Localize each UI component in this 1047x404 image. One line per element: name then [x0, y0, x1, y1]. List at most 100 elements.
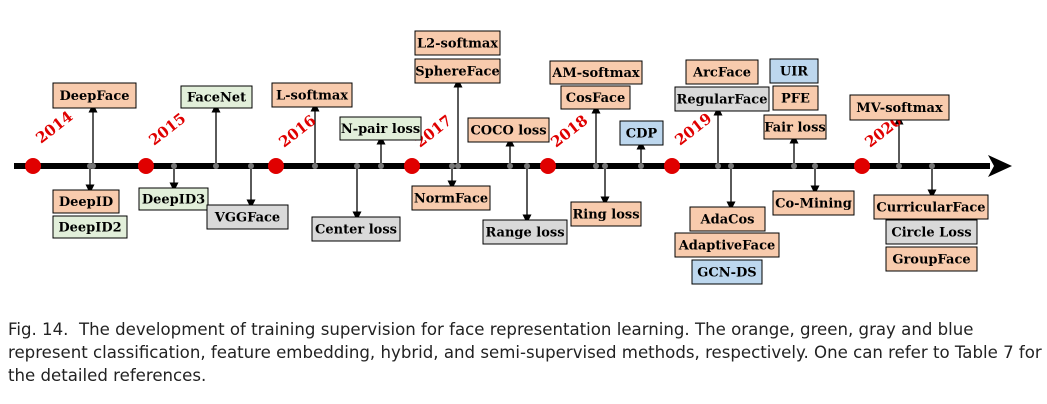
axis-tick [715, 163, 721, 169]
axis-tick [171, 163, 177, 169]
method-label: RegularFace [677, 93, 768, 108]
method-box-bg [52, 215, 128, 239]
method-box-bg [52, 189, 120, 214]
year-label: 2019 [671, 109, 715, 149]
method-box-adacos: AdaCos [689, 206, 766, 232]
method-box-bg [560, 85, 631, 110]
method-label: ArcFace [692, 66, 751, 81]
method-box-l2-softmax: L2-softmax [414, 30, 501, 56]
method-box-bg [271, 82, 353, 108]
year-label: 2016 [275, 111, 319, 151]
method-label: Center loss [315, 223, 397, 238]
method-box-bg [885, 246, 978, 272]
method-box-bg [339, 116, 422, 141]
year-label: 2015 [145, 109, 189, 149]
method-box-bg [138, 187, 209, 211]
axis-tick [602, 163, 608, 169]
method-box-arcface: ArcFace [685, 59, 759, 85]
axis-tick [378, 163, 384, 169]
connector-layer [85, 78, 937, 224]
method-box-bg [414, 58, 501, 84]
method-box-normface: NormFace [411, 185, 491, 211]
year-dot [540, 158, 556, 174]
method-label: CurricularFace [876, 201, 985, 216]
method-box-bg [763, 114, 827, 140]
method-box-bg [769, 58, 819, 84]
method-box-deepid3: DeepID3 [138, 187, 209, 211]
method-label: Range loss [485, 226, 564, 241]
method-box-regularface: RegularFace [674, 86, 770, 112]
method-label: AM-softmax [551, 66, 640, 81]
method-box-gcn-ds: GCN-DS [691, 259, 763, 285]
method-box-bg [772, 190, 855, 216]
method-box-bg [549, 60, 643, 85]
method-box-bg [674, 232, 780, 258]
tick-layer [87, 163, 935, 169]
year-label: 2018 [547, 111, 591, 151]
method-box-co-mining: Co-Mining [772, 190, 855, 216]
method-box-bg [885, 219, 978, 245]
axis-tick [507, 163, 513, 169]
method-label: VGGFace [214, 211, 280, 226]
axis-tick [213, 163, 219, 169]
axis-tick [87, 163, 93, 169]
method-label: Co-Mining [775, 197, 852, 212]
year-dot [664, 158, 680, 174]
method-box-mv-softmax: MV-softmax [849, 94, 950, 121]
method-box-curricularface: CurricularFace [873, 194, 989, 220]
method-label: AdaptiveFace [678, 239, 776, 254]
method-box-fair-loss: Fair loss [763, 114, 827, 140]
method-label: CosFace [566, 91, 625, 106]
method-box-deepid2: DeepID2 [52, 215, 128, 239]
method-box-sphereface: SphereFace [414, 58, 501, 84]
method-label: MV-softmax [856, 101, 943, 116]
axis-tick [638, 163, 644, 169]
method-box-l-softmax: L-softmax [271, 82, 353, 108]
method-box-bg [689, 206, 766, 232]
method-box-bg [180, 85, 253, 109]
caption-label: Fig. 14. [8, 320, 69, 339]
method-label: GCN-DS [697, 266, 756, 281]
axis-tick [248, 163, 254, 169]
method-box-range-loss: Range loss [482, 219, 568, 245]
method-box-center-loss: Center loss [311, 216, 401, 242]
method-box-bg [772, 85, 819, 111]
method-label: DeepID [59, 195, 113, 210]
method-label: N-pair loss [341, 122, 420, 137]
method-box-n-pair-loss: N-pair loss [339, 116, 422, 141]
method-box-bg [411, 185, 491, 211]
method-box-deepid: DeepID [52, 189, 120, 214]
method-box-uir: UIR [769, 58, 819, 84]
method-box-pfe: PFE [772, 85, 819, 111]
axis-tick [354, 163, 360, 169]
method-box-cosface: CosFace [560, 85, 631, 110]
method-box-vggface: VGGFace [206, 204, 289, 230]
method-label: FaceNet [187, 91, 246, 106]
method-box-adaptiveface: AdaptiveFace [674, 232, 780, 258]
method-label: GroupFace [892, 253, 970, 268]
year-dot [268, 158, 284, 174]
method-box-bg [873, 194, 989, 220]
method-box-bg [685, 59, 759, 85]
year-dot [404, 158, 420, 174]
method-box-bg [206, 204, 289, 230]
method-label: Circle Loss [891, 226, 971, 241]
axis-tick [524, 163, 530, 169]
method-box-bg [467, 117, 550, 143]
method-label: Ring loss [572, 208, 639, 223]
caption-text: The development of training supervision … [8, 320, 1042, 385]
method-label: AdaCos [700, 213, 755, 228]
year-label: 2014 [32, 107, 76, 147]
method-box-deepface: DeepFace [52, 82, 137, 109]
method-label: DeepID3 [142, 193, 205, 208]
method-box-cdp: CDP [619, 120, 664, 146]
axis-tick [593, 163, 599, 169]
method-box-bg [691, 259, 763, 285]
year-dot [138, 158, 154, 174]
method-label: L2-softmax [417, 37, 498, 52]
method-box-bg [414, 30, 501, 56]
axis-tick [812, 163, 818, 169]
method-label: SphereFace [415, 65, 499, 80]
method-box-bg [52, 82, 137, 109]
